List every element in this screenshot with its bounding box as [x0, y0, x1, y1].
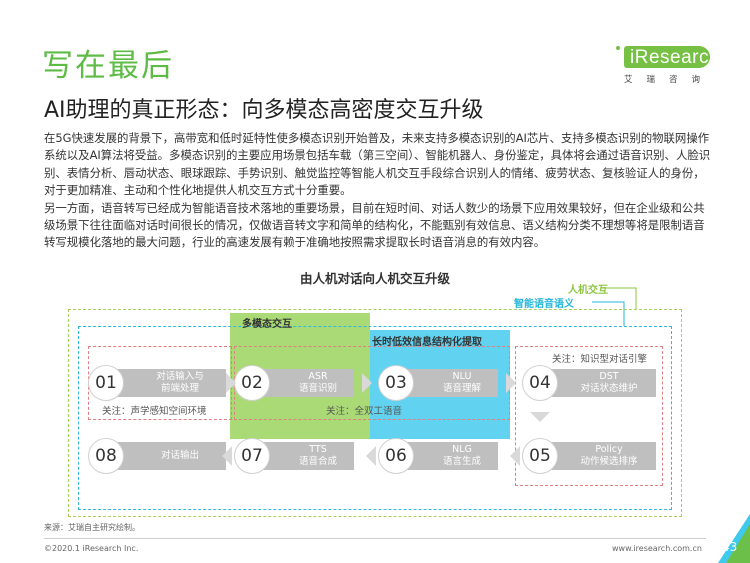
footer-url: www.iresearch.com.cn [612, 544, 702, 553]
note-knowledge: 关注：知识型对话引擎 [552, 354, 648, 365]
note-duplex: 关注：全双工语音 [326, 406, 403, 417]
step-01-label: 对话输入与 前端处理 [156, 371, 204, 394]
step-03-number: 03 [378, 365, 414, 401]
step-04-bar [542, 369, 656, 397]
copyright-text: ©2020.1 iResearch Inc. [44, 544, 139, 553]
logo-brand-cn: 艾瑞咨询 [624, 75, 715, 85]
note-acoustic: 关注：声学感知空间环境 [102, 406, 207, 417]
step-02-number: 02 [234, 365, 270, 401]
step-04-label: DST 对话状态维护 [580, 371, 638, 394]
arrow-07-08 [222, 446, 232, 466]
arrow-03-04 [506, 373, 516, 393]
step-05-bar [542, 442, 656, 470]
human-computer-interaction-frame [68, 309, 682, 517]
long-time-band-label: 长时低效信息结构化提取 [372, 337, 482, 348]
iresearch-logo: iResearch 艾瑞咨询 [612, 46, 722, 90]
step-08-bar [108, 442, 226, 470]
footer-divider [44, 538, 706, 539]
multimodal-band-label: 多模态交互 [242, 319, 292, 330]
body-text: 在5G快速发展的背景下，高带宽和低时延特性使多模态识别开始普及，未来支持多模态识… [44, 130, 714, 252]
step-07-number: 07 [234, 438, 270, 474]
arrow-02-03 [362, 373, 372, 393]
step-02-bar [254, 369, 354, 397]
step-06-label: NLG 语言生成 [442, 444, 481, 467]
step-04-number: 04 [522, 365, 558, 401]
step-05-number: 05 [522, 438, 558, 474]
step-06-number: 06 [378, 438, 414, 474]
arrow-04-05 [530, 412, 550, 422]
page-title: 写在最后 [42, 48, 174, 84]
step-07-bar [254, 442, 354, 470]
corner-decoration [718, 514, 750, 563]
step-03-label: NLU 语音理解 [442, 371, 481, 394]
step-03-bar [398, 369, 498, 397]
legend-inner-label: 智能语音语义 [514, 299, 574, 310]
step-06-bar [398, 442, 498, 470]
source-note: 来源：艾瑞自主研究绘制。 [44, 523, 140, 532]
page-number: 43 [722, 540, 738, 554]
step-07-label: TTS 语音合成 [298, 444, 337, 467]
step-08-label: 对话输出 [160, 450, 199, 461]
logo-brand: iResearch [630, 47, 721, 68]
arrow-01-02 [226, 373, 236, 393]
step-01-bar [108, 369, 226, 397]
paragraph-1: 在5G快速发展的背景下，高带宽和低时延特性使多模态识别开始普及，未来支持多模态识… [44, 131, 711, 198]
knowledge-focus-frame [515, 346, 663, 486]
step-02-label: ASR 语音识别 [298, 371, 337, 394]
arrow-05-06 [510, 446, 520, 466]
legend-outer-label: 人机交互 [568, 285, 608, 296]
step-01-number: 01 [88, 365, 124, 401]
paragraph-2: 另一方面，语音转写已经成为智能语音技术落地的重要场景，目前在短时间、对话人数少的… [44, 200, 705, 250]
page-subtitle: AI助理的真正形态：向多模态高密度交互升级 [44, 98, 484, 123]
step-05-label: Policy 动作候选排序 [580, 444, 638, 467]
diagram-title: 由人机对话向人机交互升级 [299, 271, 450, 286]
arrow-06-07 [366, 446, 376, 466]
voice-semantics-frame [78, 326, 672, 510]
step-08-number: 08 [88, 438, 124, 474]
